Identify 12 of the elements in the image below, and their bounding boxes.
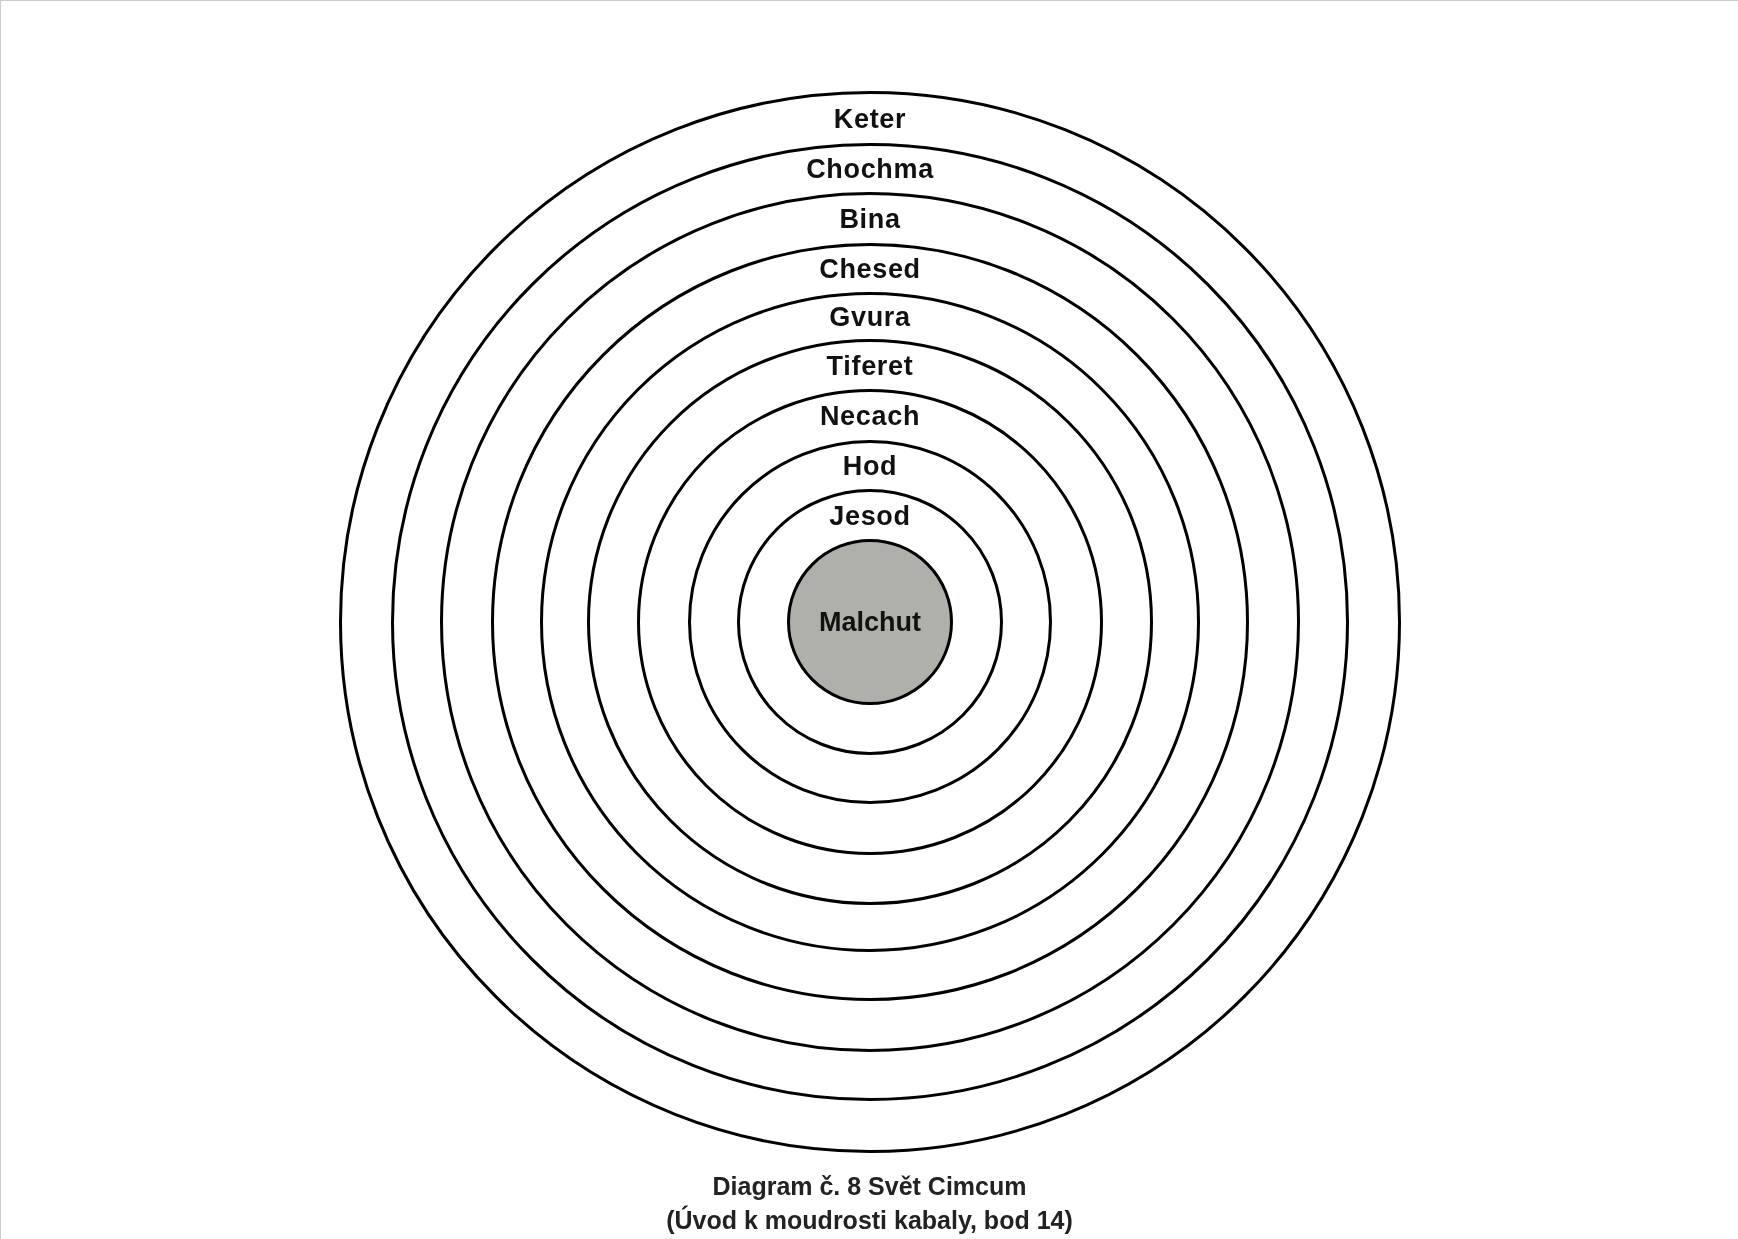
sefira-label: Jesod: [829, 499, 911, 533]
sefira-label: Chesed: [819, 252, 921, 286]
sefira-label: Keter: [833, 102, 907, 136]
sefira-label: Gvura: [829, 300, 911, 334]
sefira-label: Malchut: [819, 605, 921, 639]
sefira-label: Necach: [819, 399, 921, 433]
sefira-label: Bina: [839, 202, 901, 236]
sefira-label: Tiferet: [826, 349, 914, 383]
diagram-title: Diagram č. 8 Svět Cimcum: [712, 1171, 1027, 1202]
sefira-label: Hod: [842, 449, 898, 483]
sefira-label: Chochma: [806, 152, 934, 186]
diagram-caption: (Úvod k moudrosti kabaly, bod 14): [666, 1204, 1073, 1236]
